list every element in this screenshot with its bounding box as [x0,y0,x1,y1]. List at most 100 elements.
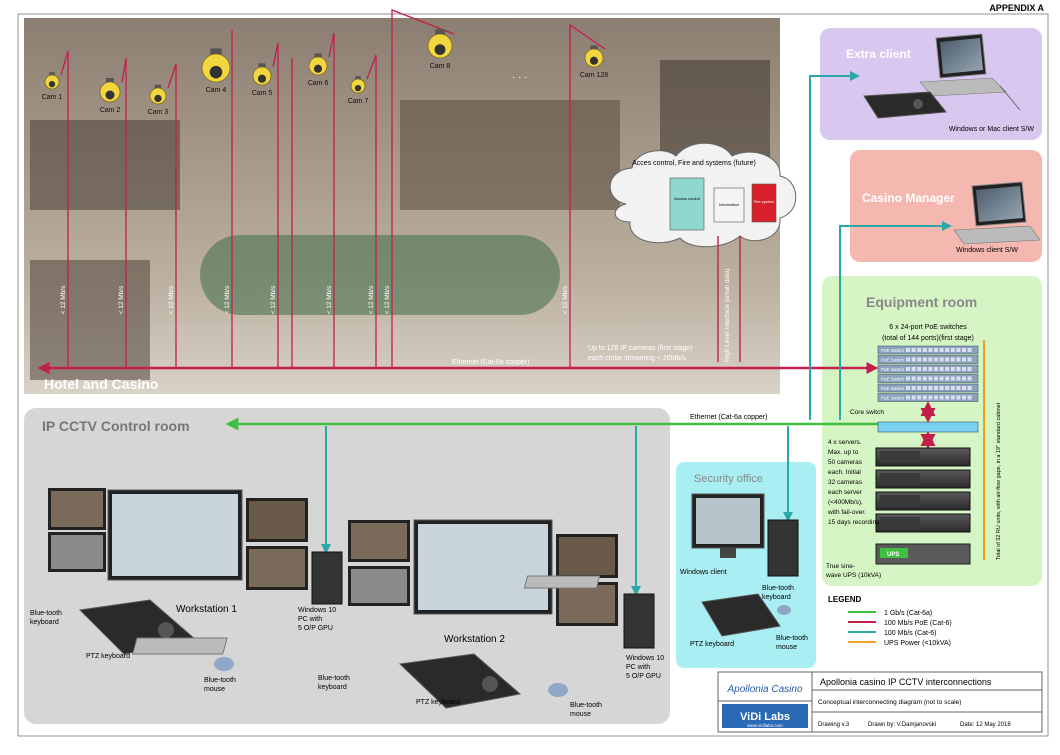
workstation-1: Workstation 1 Blue-tooth keyboard PTZ ke… [30,488,343,693]
workstation1-name: Workstation 1 [176,604,237,615]
poe-switch: PoE Switch [877,374,979,383]
camera-label: Cam 1 [42,94,63,101]
camera-cable [167,63,177,368]
camera-3: Cam 3 [148,84,168,116]
casino-logo: Apollonia Casino [726,684,802,695]
ups-label-2: wave UPS (10kVA) [825,572,881,579]
server-2 [875,469,971,489]
camera-8: Cam 8 [427,29,453,70]
server-spec-line: 50 cameras [828,459,863,466]
casino-manager-link [839,221,952,420]
server-spec-line: with fail-over. [827,509,866,516]
vidi-logo: ViDi Labs [740,711,790,723]
poe-switch: PoE Switch [877,383,979,393]
ws2-keyboard-2: keyboard [318,684,347,691]
camera-cable [391,9,455,368]
ws1-ptz: PTZ keyboard [86,653,130,660]
title-block-drawn-by: Drawn by: V.Damjanovski [868,722,936,728]
core-switch-label: Core switch [850,409,884,416]
legend-item-label: UPS Power (<10kVA) [884,640,951,647]
ws1-mouse-1: Blue-tooth [204,677,236,684]
bandwidth-label: < 12 Mb/s [118,285,125,314]
poe-switch-count: 6 x 24-port PoE switches [889,324,967,331]
ws1-mouse-2: mouse [204,686,225,693]
server-spec-line: 4 x servers. [828,439,862,446]
security-client-label: Windows client [680,569,727,576]
security-mouse-2: mouse [776,644,797,651]
legend-item-label: 1 Gb/s (Cat-6a) [884,610,932,617]
camera-cable-group: < 12 Mb/s < 12 Mb/s < 12 Mb/s < 12 Mb/s < 12… [60,9,606,368]
bandwidth-label: < 12 Mb/s [368,285,375,314]
legend-item-label: 100 Mb/s (Cat-6) [884,630,937,637]
zone-label-casino-manager: Casino Manager [862,191,955,205]
page-border [17,13,1049,737]
poe-switch-ports: (total of 144 ports)(first stage) [882,335,974,342]
camera-4: Cam 4 [201,48,231,94]
security-keyboard-1: Blue-tooth [762,585,794,592]
poe-switch-label: PoE Switch [881,396,905,401]
zone-label-control-room: IP CCTV Control room [42,418,190,434]
security-ptz: PTZ keyboard [690,641,734,648]
legend-item: 1 Gb/s (Cat-6a) [848,610,932,617]
extra-client-software: Windows or Mac client S/W [949,126,1035,133]
ws1-pc-2: PC with [298,616,322,623]
camera-label: Cam 2 [100,107,121,114]
legend-title: LEGEND [828,595,862,604]
camera-5: Cam 5 [252,63,273,97]
ups-label-1: True sine- [826,563,855,570]
server-1 [875,447,971,467]
extra-client-link [809,71,860,420]
server-spec-line: 32 cameras [828,479,863,486]
equipment-rack: 6 x 24-port PoE switches (total of 144 p… [825,324,1002,579]
camera-cable [60,50,69,368]
title-block-date: Date: 12 May 2018 [960,722,1011,728]
control-room-ethernet-label: Ethernet (Cat-6a copper) [690,414,767,421]
server-4 [875,513,971,533]
security-mouse-1: Blue-tooth [776,635,808,642]
camera-label: Cam 8 [430,63,451,70]
ws2-mouse-1: Blue-tooth [570,702,602,709]
camera-1: Cam 1 [42,72,63,101]
workstation2-name: Workstation 2 [444,634,505,645]
camera-cable [569,23,606,368]
camera-2: Cam 2 [99,78,121,114]
bandwidth-label: < 12 Mb/s [168,285,175,314]
zone-label-hotel: Hotel and Casino [44,376,158,392]
security-keyboard-2: keyboard [762,594,791,601]
bandwidth-label: < 12 Mb/s [270,285,277,314]
high-level-interface-label: High Level Interface (small data) [724,268,731,362]
workstation2-pc [623,593,655,649]
access-control-cloud: Acces control, Fire and systems (future)… [609,142,797,248]
zone-label-extra-client: Extra client [846,47,911,61]
camera-ellipsis: · · · [512,72,528,83]
bandwidth-label: < 12 Mb/s [326,285,333,314]
extra-client-laptop [863,33,1021,119]
zone-label-equipment-room: Equipment room [866,294,977,310]
title-block-title: Apollonia casino IP CCTV interconnection… [820,677,992,687]
workstation-2: Workstation 2 Blue-tooth keyboard PTZ ke… [132,519,664,718]
legend-item: 100 Mb/s (Cat-6) [848,630,937,637]
bandwidth-label: < 12 Mb/s [60,285,67,314]
bandwidth-label: < 12 Mb/s [562,285,569,314]
manager-client-software: Windows client S/W [956,247,1018,254]
bandwidth-label: < 12 Mb/s [384,285,391,314]
poe-switch-label: PoE Switch [881,348,905,353]
ws1-keyboard-1: Blue-tooth [30,610,62,617]
camera-9: Cam 128 [580,45,609,79]
camera-label: Cam 4 [206,87,227,94]
title-block-subtitle: Conceptual interconnecting diagram (not … [818,699,961,706]
access-control-title: Acces control, Fire and systems (future) [632,160,756,167]
camera-label: Cam 128 [580,72,609,79]
camera-label: Cam 5 [252,90,273,97]
workstation2-mouse [548,683,568,697]
ws2-pc-1: Windows 10 [626,655,664,662]
core-switch [877,421,979,433]
hotel-ethernet-label: Ethernet (Cat-6a copper) [452,359,529,366]
ws2-mouse-2: mouse [570,711,591,718]
bandwidth-label: < 12 Mb/s [224,285,231,314]
ws1-keyboard-2: keyboard [30,619,59,626]
legend-item: 100 Mb/s PoE (Cat-6) [848,620,952,627]
camera-label: Cam 6 [308,80,329,87]
